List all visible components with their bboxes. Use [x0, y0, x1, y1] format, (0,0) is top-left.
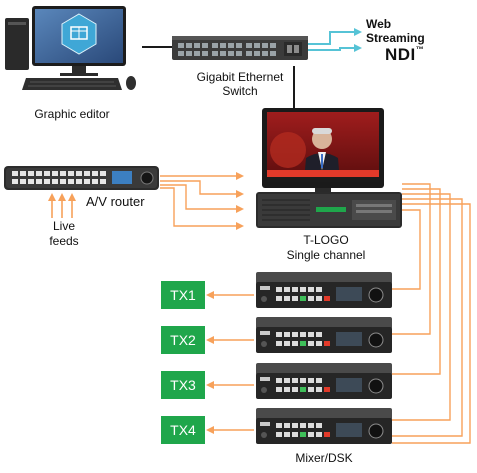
graphic-editor-label: Graphic editor [34, 107, 110, 121]
av-router [4, 166, 159, 190]
switch-label-line2: Switch [222, 84, 258, 98]
mixer-unit-3 [255, 362, 393, 400]
tlogo-label-line2: Single channel [286, 248, 366, 262]
tx2-box: TX2 [161, 326, 205, 354]
ndi-logo: NDI™ [385, 45, 424, 65]
live-feeds-label-line2: feeds [49, 234, 79, 248]
tx3-box: TX3 [161, 371, 205, 399]
mixer-to-tx-arrows [206, 291, 254, 434]
mixer-dsk-label: Mixer/DSK [295, 451, 353, 465]
router-knob [140, 171, 154, 185]
mixer-unit-2 [255, 316, 393, 354]
tx1-box: TX1 [161, 281, 205, 309]
switch-label-line1: Gigabit Ethernet [196, 70, 284, 84]
web-streaming-label-line1: Web [366, 17, 392, 31]
tx4-box: TX4 [161, 416, 205, 444]
ndi-text: NDI [385, 45, 416, 64]
av-router-label: A/V router [86, 194, 145, 209]
mixer-unit-1 [255, 271, 393, 309]
mixer-unit-4 [255, 407, 393, 445]
graphic-editor-workstation [5, 6, 136, 90]
web-streaming-label-line2: Streaming [366, 31, 425, 45]
network-cabling [142, 46, 295, 108]
preview-monitor [262, 108, 384, 193]
tlogo-label-line1: T-LOGO [303, 233, 349, 247]
ndi-trademark: ™ [415, 45, 425, 54]
tlogo-server [256, 192, 402, 228]
router-to-tlogo-arrows [160, 172, 244, 230]
streaming-arrows [308, 28, 362, 52]
tlogo-to-mixer-lines [392, 183, 471, 444]
live-feeds-label-line1: Live [52, 219, 75, 233]
ethernet-switch [172, 36, 308, 60]
live-feed-arrows [48, 193, 76, 218]
